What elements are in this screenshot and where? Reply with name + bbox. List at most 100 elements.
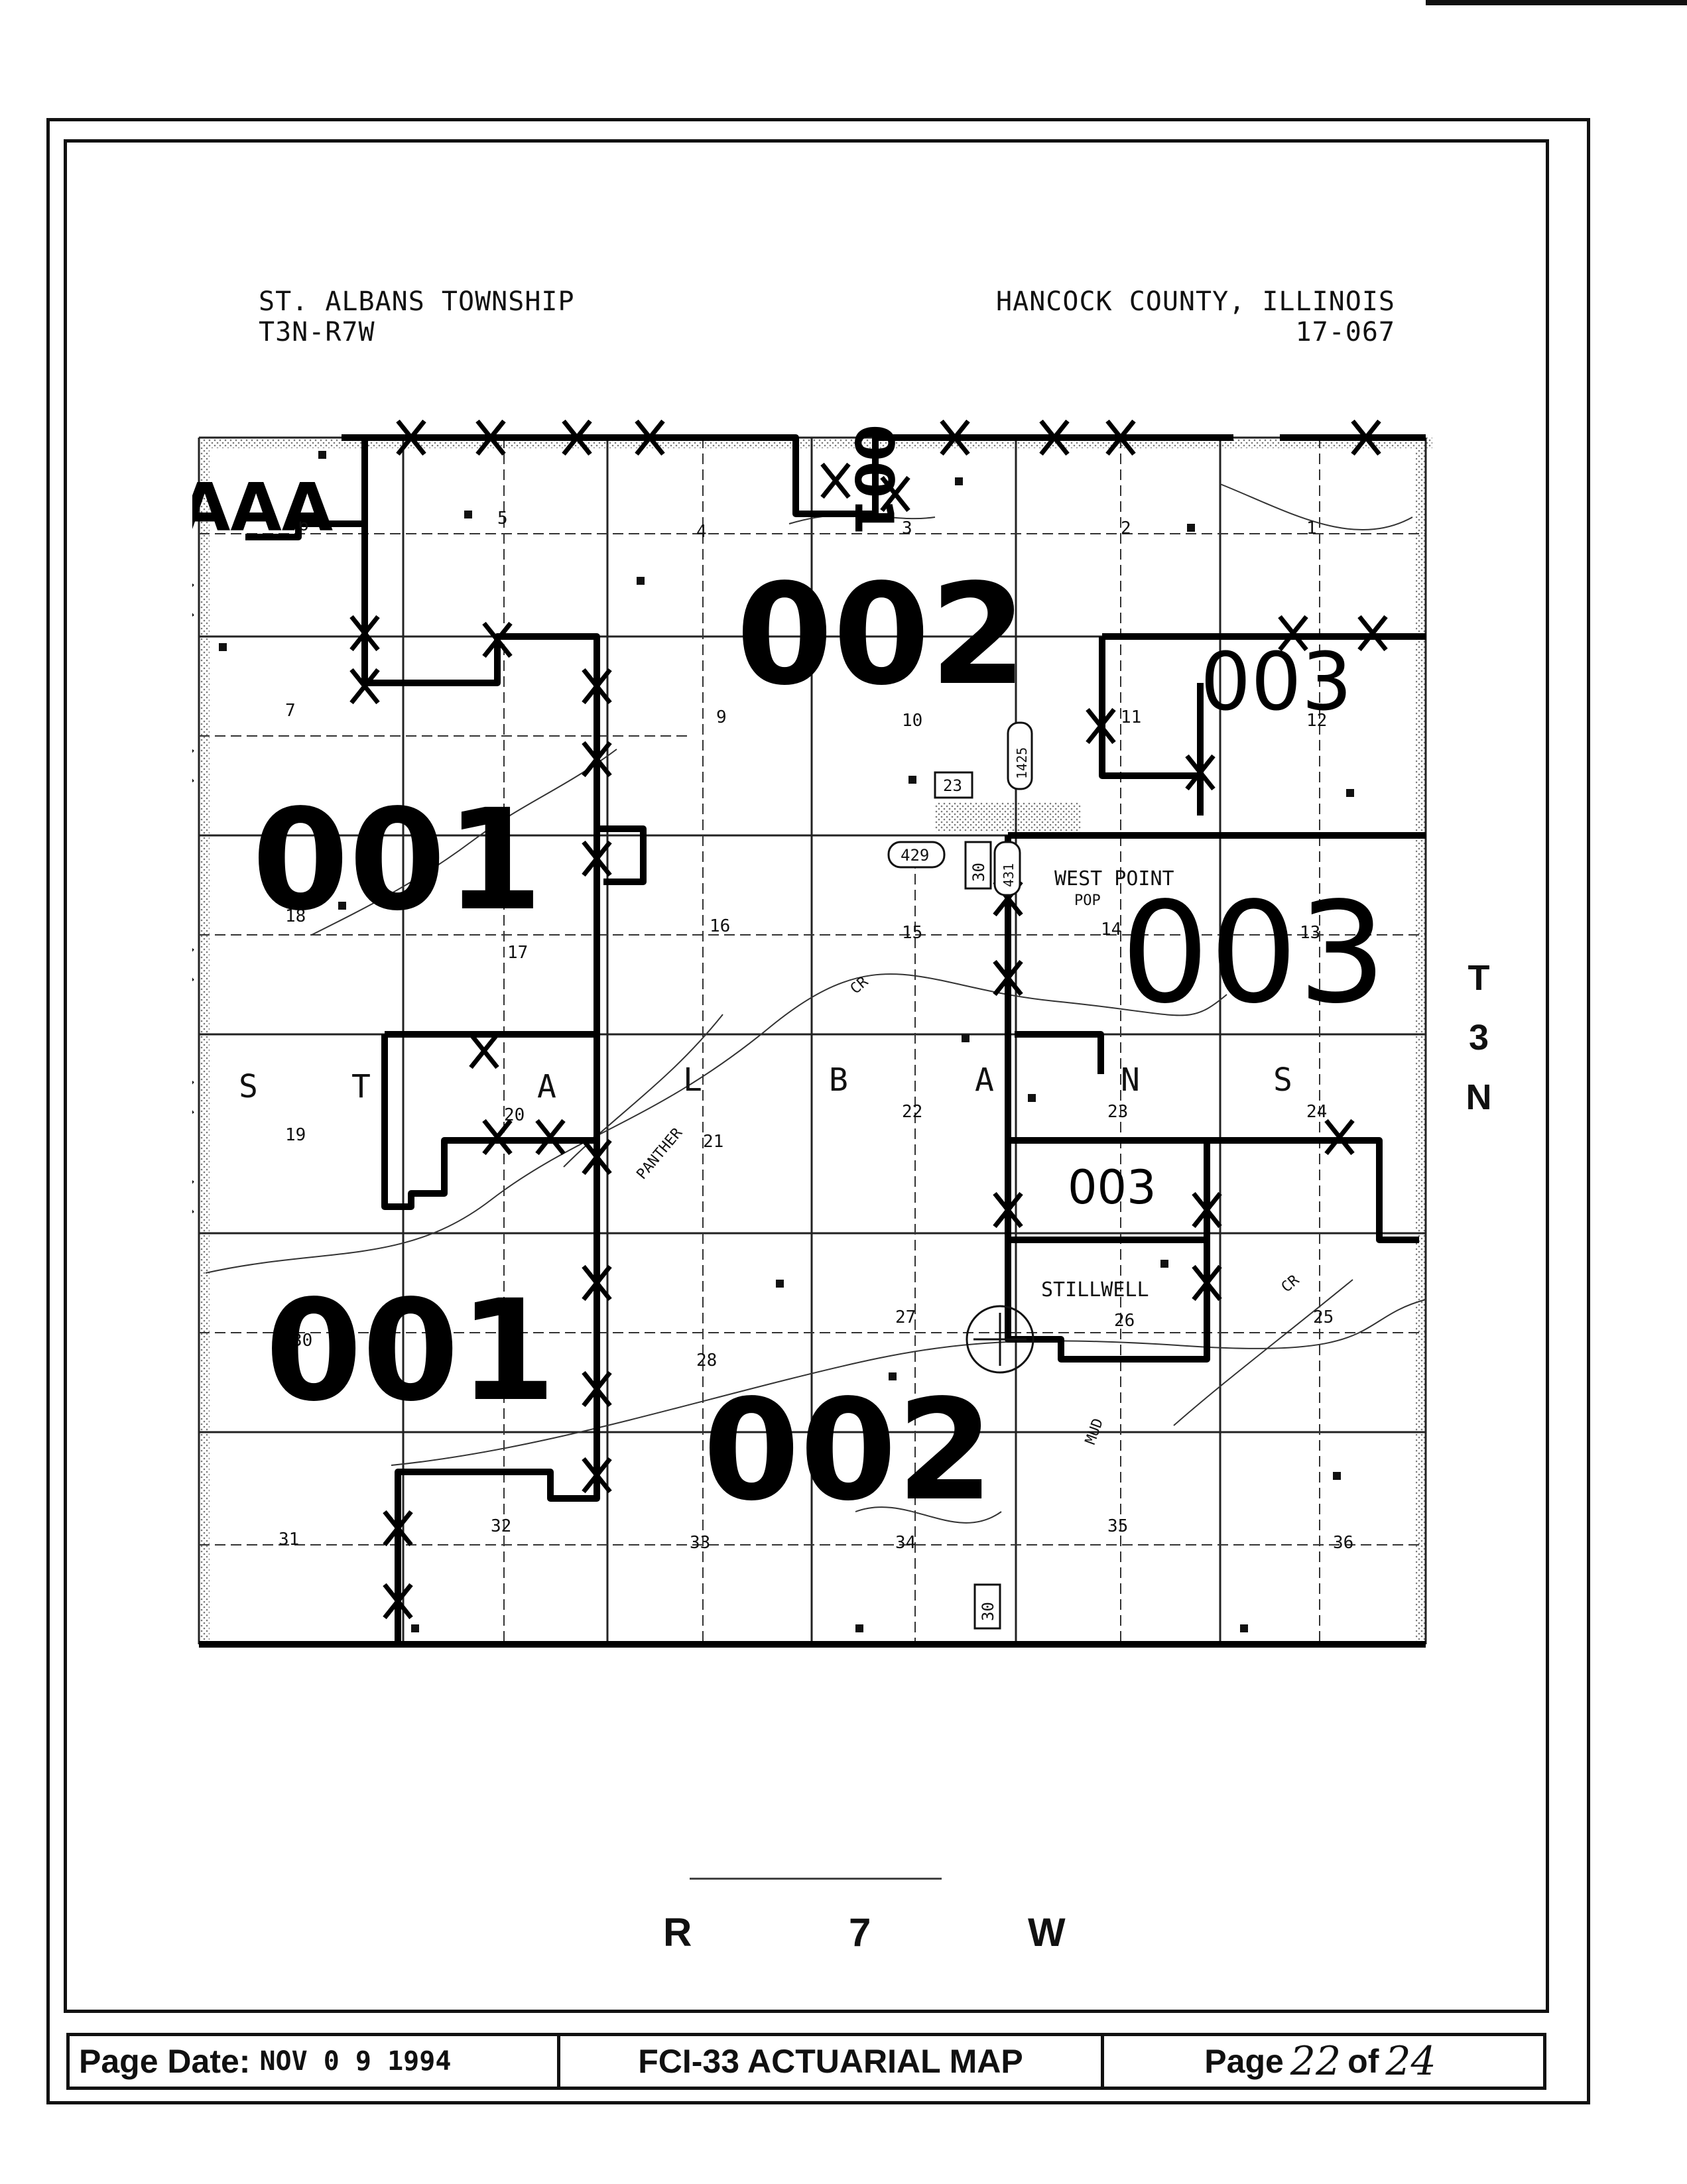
- rate-area-001-north: 001: [252, 779, 542, 941]
- section-number: 11: [1121, 707, 1141, 727]
- page-date-value: NOV 0 9 1994: [259, 2046, 452, 2077]
- page-date-cell: Page Date: NOV 0 9 1994: [70, 2036, 560, 2087]
- township-side-letter: T: [1468, 958, 1490, 998]
- section-number: 25: [1313, 1307, 1334, 1327]
- section-number: 32: [491, 1516, 511, 1536]
- township-letter: A: [537, 1068, 556, 1105]
- section-number: 31: [279, 1530, 299, 1549]
- map-border-stipple-right: [1416, 438, 1426, 1644]
- stream-panther: PANTHER: [633, 1124, 686, 1183]
- footer-bar: Page Date: NOV 0 9 1994 FCI-33 ACTUARIAL…: [66, 2033, 1546, 2090]
- township-header: ST. ALBANS TOWNSHIP T3N-R7W: [259, 286, 575, 347]
- section-number: 30: [292, 1331, 312, 1351]
- section-number: 4: [696, 522, 707, 542]
- township-letter: T: [351, 1068, 371, 1105]
- outer-frame: [46, 118, 1590, 2104]
- scan-edge-mark: [1426, 0, 1687, 5]
- map-border-stipple-left: [199, 438, 210, 1644]
- page-number: 22: [1290, 2038, 1342, 2085]
- rate-area-aaa: AAA: [192, 469, 333, 546]
- inner-frame: [64, 139, 1549, 2013]
- page-total: 24: [1385, 2038, 1436, 2085]
- rate-area-003-northeast: 003: [1200, 637, 1352, 729]
- section-number: 12: [1306, 711, 1327, 731]
- rate-area-001-top-vertical: 001: [843, 424, 905, 535]
- section-number: 6: [298, 515, 309, 535]
- township-letter: B: [829, 1062, 848, 1099]
- range-label: R 7 W: [663, 1910, 1139, 1955]
- township-name-letters: S T A L B A N S: [239, 1062, 1292, 1105]
- section-number: 15: [902, 923, 922, 943]
- township-letter: S: [239, 1068, 258, 1105]
- route-431: 431: [1001, 863, 1017, 887]
- section-number: 9: [716, 707, 727, 727]
- section-number: 21: [703, 1132, 723, 1152]
- farmsteads: [219, 451, 1354, 1632]
- route-1425: 1425: [1014, 747, 1030, 779]
- section-number: 18: [285, 906, 306, 926]
- stream-mud: MUD: [1082, 1416, 1107, 1447]
- section-number: 33: [690, 1533, 710, 1553]
- place-pop: POP: [1074, 892, 1101, 909]
- route-429: 429: [901, 846, 929, 865]
- boundary-x-marks: [192, 419, 1388, 1620]
- township-letter: S: [1273, 1062, 1292, 1099]
- township-letter: A: [975, 1062, 994, 1099]
- section-number: 14: [1101, 920, 1121, 940]
- section-number: 5: [497, 509, 508, 528]
- section-number: 22: [902, 1102, 922, 1122]
- section-number: 28: [696, 1351, 717, 1370]
- page-date-label: Page Date:: [79, 2043, 251, 2080]
- section-number: 27: [895, 1307, 916, 1327]
- page-number-cell: Page 22 of 24: [1104, 2036, 1543, 2087]
- section-number: 23: [1107, 1102, 1128, 1122]
- route-23: 23: [943, 776, 962, 795]
- section-number: 10: [902, 711, 922, 731]
- route-30-north: 30: [969, 863, 988, 882]
- section-number: 3: [902, 518, 912, 538]
- section-numbers: 1 2 3 4 5 6 7 9 10 11 12 13 14 15 16 17 …: [279, 509, 1353, 1553]
- section-number: 36: [1333, 1533, 1353, 1553]
- stream-cr-north: CR: [847, 973, 872, 998]
- rate-area-003-west-point: 003: [1121, 872, 1387, 1034]
- section-number: 35: [1107, 1516, 1128, 1536]
- township-side-letter: 3: [1468, 1018, 1489, 1058]
- rate-area-002-south: 002: [703, 1369, 993, 1532]
- section-number: 24: [1306, 1102, 1327, 1122]
- stillwell-marker: [966, 1305, 1034, 1374]
- route-30-south: 30: [979, 1602, 997, 1621]
- section-number: 13: [1300, 923, 1320, 943]
- section-number: 20: [504, 1105, 525, 1125]
- township-side-label: T 3 N: [1459, 948, 1499, 1127]
- county-name: HANCOCK COUNTY, ILLINOIS: [996, 286, 1395, 317]
- section-number: 2: [1121, 518, 1131, 538]
- county-code: 17-067: [1295, 317, 1395, 347]
- county-header: HANCOCK COUNTY, ILLINOIS 17-067: [996, 286, 1395, 347]
- stream-cr-south: CR: [1279, 1272, 1303, 1296]
- place-west-point: WEST POINT: [1054, 867, 1174, 890]
- section-number: 19: [285, 1125, 306, 1145]
- section-number: 34: [895, 1533, 916, 1553]
- route-shields: 23 1425 429 30 431 30: [887, 721, 1033, 1630]
- section-number: 26: [1114, 1311, 1135, 1331]
- township-side-letter: N: [1466, 1077, 1492, 1117]
- page-label: Page: [1204, 2043, 1284, 2080]
- section-number: 16: [710, 916, 730, 936]
- township-name: ST. ALBANS TOWNSHIP: [259, 286, 575, 317]
- section-number: 1: [1306, 518, 1317, 538]
- section-number: 17: [507, 943, 528, 963]
- town-stipple: [935, 802, 1081, 832]
- range-divider: [690, 1878, 942, 1880]
- map-title: FCI-33 ACTUARIAL MAP: [638, 2043, 1023, 2080]
- township-letter: N: [1121, 1062, 1140, 1099]
- rate-area-002-north: 002: [736, 554, 1027, 716]
- township-map: 1 2 3 4 5 6 7 9 10 11 12 13 14 15 16 17 …: [192, 419, 1432, 1648]
- township-letter: L: [683, 1062, 702, 1099]
- rate-area-003-stillwell: 003: [1068, 1160, 1156, 1215]
- place-stillwell: STILLWELL: [1041, 1278, 1149, 1302]
- map-labels: WEST POINT POP STILLWELL PANTHER CR CR M…: [633, 867, 1302, 1447]
- of-label: of: [1347, 2043, 1379, 2080]
- rate-area-001-south: 001: [265, 1270, 556, 1432]
- township-code: T3N-R7W: [259, 317, 375, 347]
- section-number: 7: [285, 701, 296, 721]
